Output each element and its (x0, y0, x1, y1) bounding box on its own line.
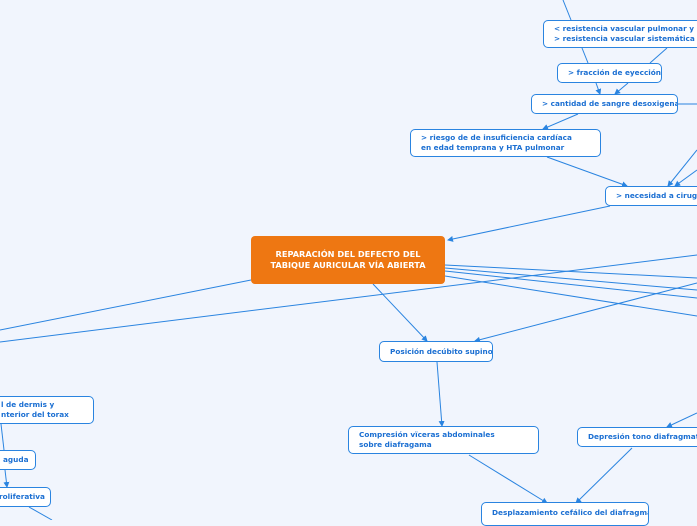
connector (372, 283, 428, 342)
node-resistencia[interactable]: < resistencia vascular pulmonar y > resi… (543, 20, 697, 48)
connector (666, 412, 697, 428)
connector (444, 270, 697, 299)
connector (3, 469, 10, 488)
connector (436, 361, 445, 427)
node-left-dermis[interactable]: l de dermis y nterior del torax (0, 396, 94, 424)
node-fraccion[interactable]: > fracción de eyección (557, 63, 662, 83)
connector (595, 82, 602, 95)
connector (474, 282, 697, 343)
node-left-proliferativa[interactable]: roliferativa (0, 487, 51, 507)
connector (562, 0, 572, 21)
connector (0, 254, 697, 343)
node-compresion[interactable]: Compresión vïceras abdominales sobre dia… (348, 426, 539, 454)
node-cantidad[interactable]: > cantidad de sangre desoxigena (531, 94, 678, 114)
connector (0, 279, 252, 331)
connector (28, 506, 53, 520)
node-posicion[interactable]: Posición decúbito supino (379, 341, 493, 362)
connector (649, 47, 668, 64)
connector (614, 82, 629, 95)
connector (581, 47, 589, 64)
connector (575, 447, 633, 504)
node-left-aguda[interactable]: aguda (0, 450, 36, 470)
connector (444, 275, 697, 317)
connector (444, 267, 697, 291)
connector (447, 205, 611, 242)
connector (674, 169, 697, 187)
connector (468, 454, 548, 504)
node-desplazamiento[interactable]: Desplazamiento cefálico del diafragma (481, 502, 649, 526)
node-depresion[interactable]: Depresión tono diafragmatico (577, 427, 697, 447)
connector (546, 156, 628, 188)
node-riesgo[interactable]: > riesgo de de insuficiencia cardíaca en… (410, 129, 601, 157)
connector (444, 264, 697, 279)
connector (667, 149, 697, 187)
connector (542, 113, 579, 130)
connector (0, 423, 5, 451)
node-necesidad[interactable]: > necesidad a cirugía (605, 186, 697, 206)
central-topic[interactable]: REPARACIÓN DEL DEFECTO DEL TABIQUE AURIC… (251, 236, 445, 284)
